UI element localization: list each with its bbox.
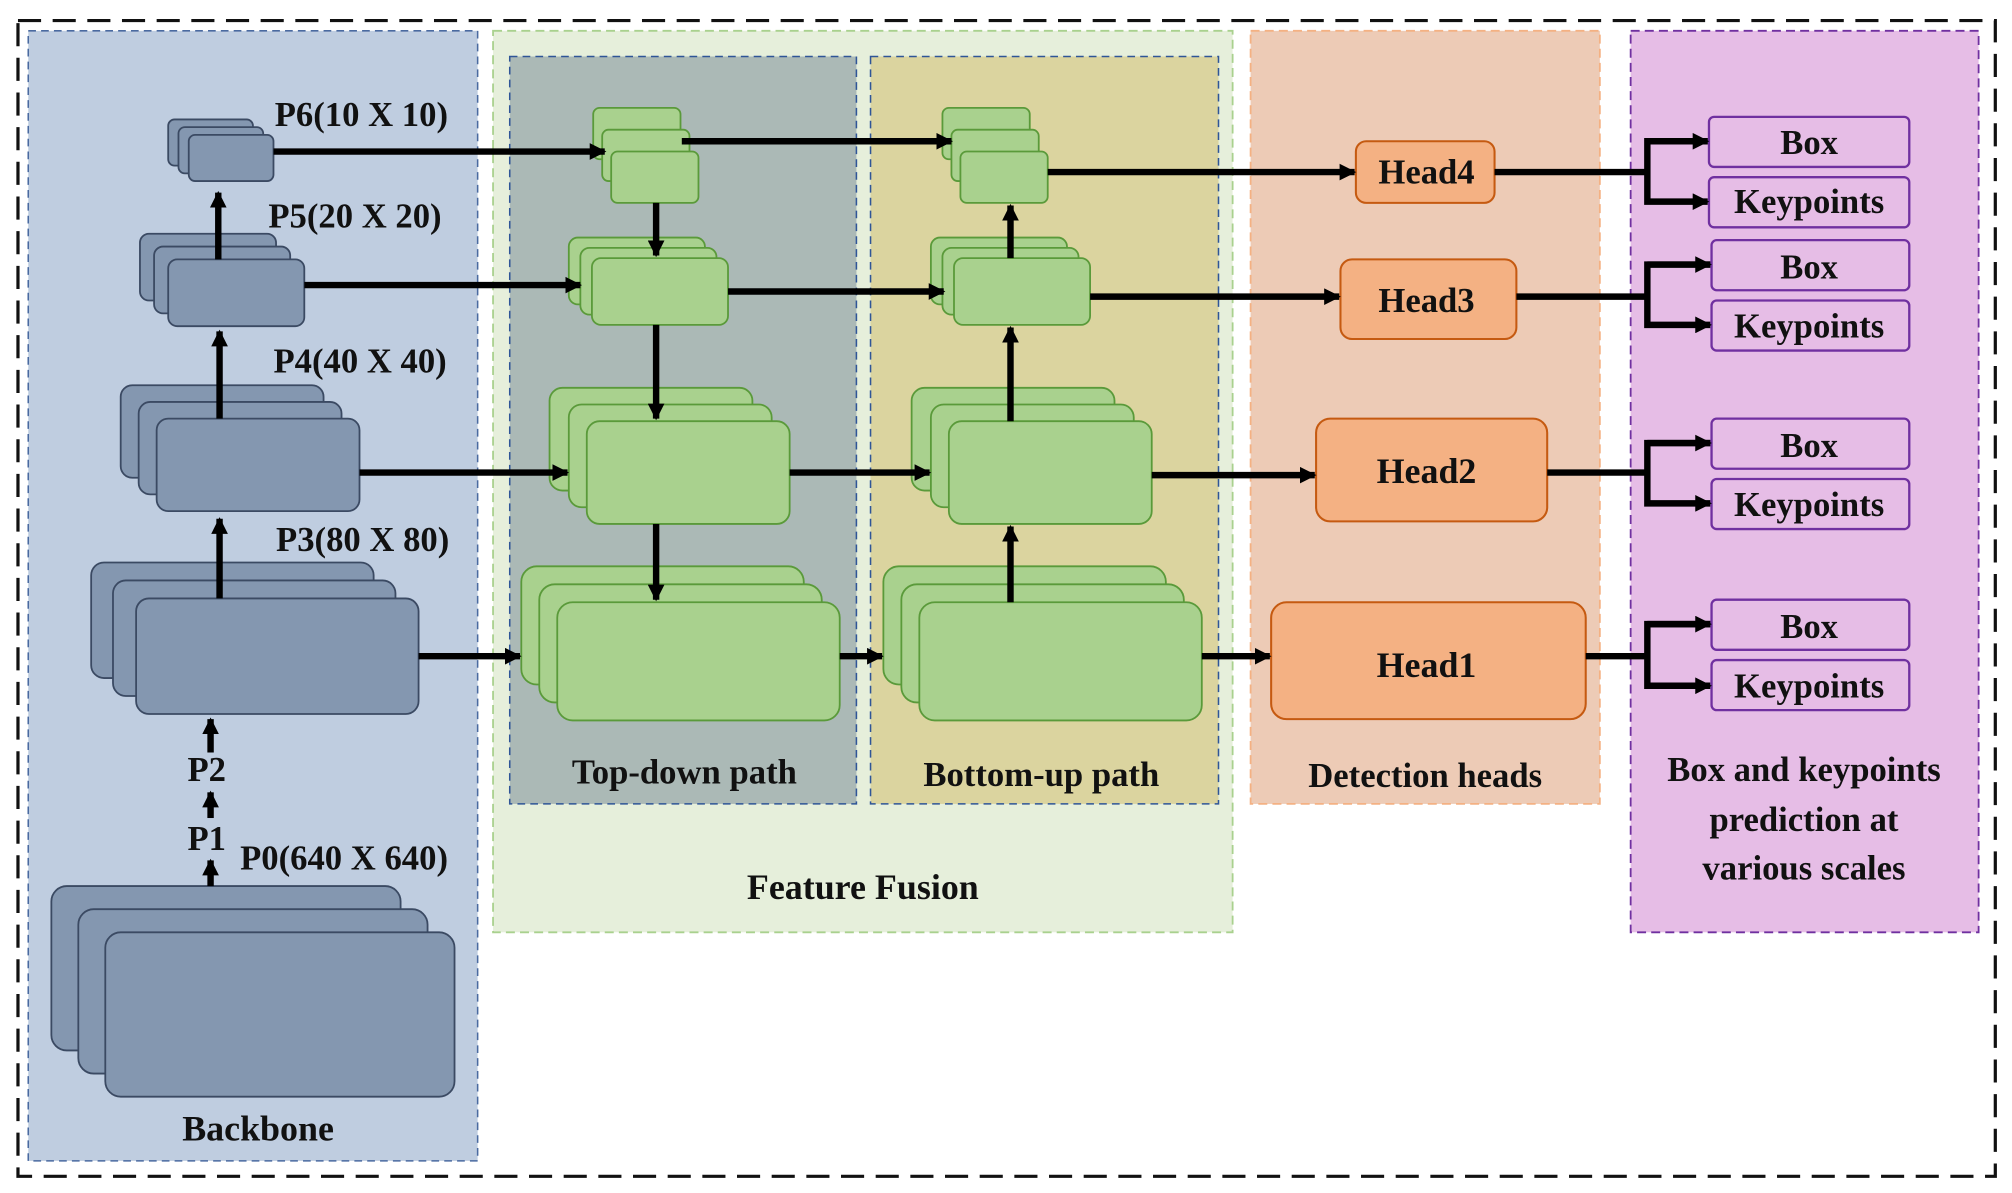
keypoints-label-2: Keypoints <box>1734 486 1884 524</box>
head1-label: Head1 <box>1377 645 1477 685</box>
level-label-p3: P3(80 X 80) <box>276 521 449 559</box>
backbone-section: P6(10 X 10) P5(20 X 20) P4(40 X 40) P3(8… <box>27 30 479 1162</box>
top-down-title: Top-down path <box>572 753 797 791</box>
lateral-arrows <box>273 132 1357 665</box>
level-label-p6: P6(10 X 10) <box>275 96 448 134</box>
top-down-stack-p5 <box>567 236 729 326</box>
predictions-title-line-3: various scales <box>1702 850 1905 888</box>
level-label-p5: P5(20 X 20) <box>268 197 441 235</box>
p6-feature-stack <box>167 118 275 182</box>
top-down-stack-p4 <box>548 386 791 525</box>
bottom-up-stack-p4 <box>910 386 1153 525</box>
backbone-arrows <box>202 190 228 887</box>
top-down-stack-p6 <box>592 106 700 204</box>
detection-heads-title: Detection heads <box>1308 757 1542 795</box>
head2-label: Head2 <box>1377 451 1477 491</box>
level-label-p4: P4(40 X 40) <box>273 342 446 380</box>
vertical-fusion-arrows <box>647 202 1019 603</box>
keypoints-label-4: Keypoints <box>1734 183 1884 221</box>
top-down-stack-p3 <box>520 565 841 722</box>
predictions-title-line-1: Box and keypoints <box>1667 751 1940 789</box>
box-label-1: Box <box>1780 608 1838 646</box>
keypoints-label-3: Keypoints <box>1734 308 1884 346</box>
head3-label: Head3 <box>1378 282 1474 320</box>
bottom-up-stack-p6 <box>941 106 1049 204</box>
predictions-title-line-2: prediction at <box>1709 801 1898 839</box>
bottom-up-title: Bottom-up path <box>923 756 1159 794</box>
box-label-2: Box <box>1780 427 1838 465</box>
p4-feature-stack <box>119 384 361 513</box>
p0-feature-stack <box>50 885 456 1098</box>
detection-heads-section: Head4 Head3 Head2 Head1 Detection heads <box>1249 29 1601 805</box>
level-label-p0: P0(640 X 640) <box>240 839 448 877</box>
backbone-title: Backbone <box>182 1108 334 1148</box>
p3-feature-stack <box>90 561 420 715</box>
feature-fusion-title: Feature Fusion <box>747 867 979 907</box>
predictions-section: Box Keypoints Box Keypoints Box Keypoint… <box>1629 29 1980 934</box>
p5-feature-stack <box>139 232 306 328</box>
bottom-up-stack-p3 <box>882 565 1203 722</box>
head4-label: Head4 <box>1378 154 1474 192</box>
level-label-p1: P1 <box>187 820 225 858</box>
outer-frame <box>16 18 1997 1178</box>
box-label-4: Box <box>1780 124 1838 162</box>
keypoints-label-1: Keypoints <box>1734 667 1884 705</box>
level-label-p2: P2 <box>187 751 225 789</box>
feature-fusion-section: Top-down path Bottom-up path Feature Fus… <box>492 29 1234 934</box>
head-output-arrows <box>1494 132 1712 695</box>
box-label-3: Box <box>1780 249 1838 287</box>
